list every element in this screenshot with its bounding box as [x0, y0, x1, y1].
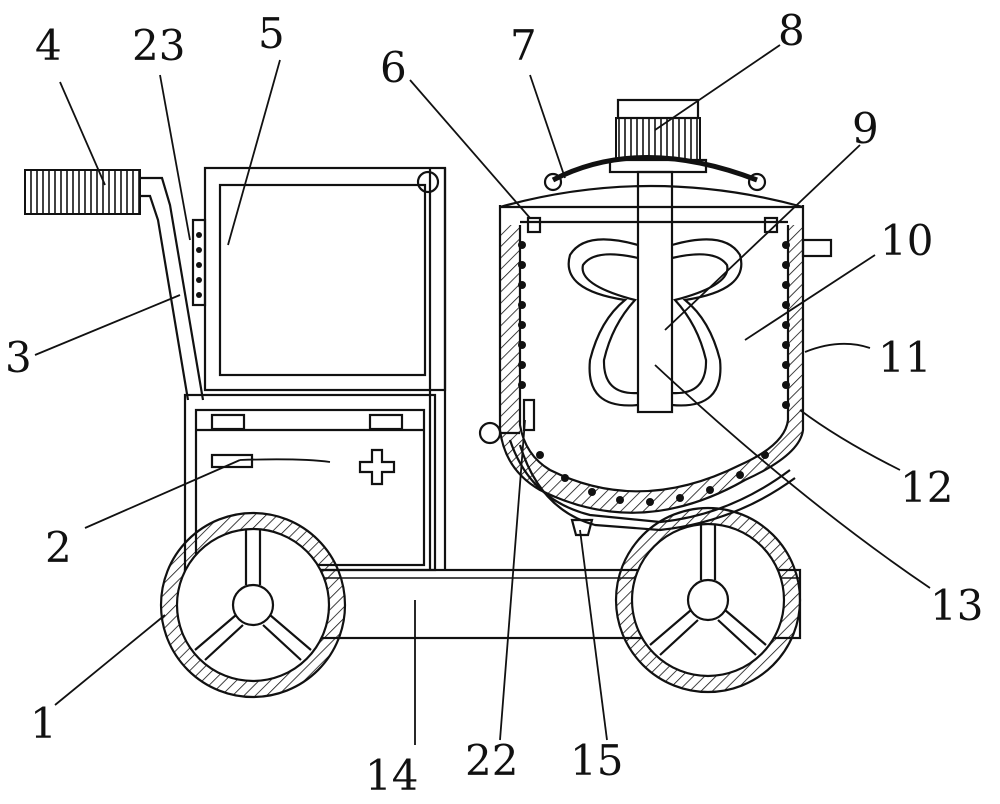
right-wheel [614, 506, 802, 694]
callout-2: 2 [45, 523, 72, 572]
callout-4: 4 [35, 21, 62, 70]
callout-7: 7 [510, 21, 537, 70]
temperature-sensor [478, 398, 536, 445]
push-handle [140, 176, 205, 401]
handle-grip [24, 169, 141, 215]
callout-13: 13 [930, 581, 983, 630]
callout-8: 8 [778, 6, 805, 55]
bottom-tray [508, 439, 796, 532]
side-switch-strip [191, 218, 207, 307]
callout-5: 5 [258, 9, 285, 58]
callout-11: 11 [878, 333, 931, 382]
stirring-paddle [567, 238, 743, 407]
left-wheel [159, 511, 347, 699]
callout-labels: 1 2 3 4 5 6 7 8 9 10 11 12 13 14 15 22 2… [5, 6, 983, 800]
callout-1: 1 [30, 699, 57, 748]
leader-lines [34, 44, 931, 745]
callout-22: 22 [465, 736, 518, 785]
callout-3: 3 [5, 333, 32, 382]
stirring-shaft [636, 170, 674, 414]
drain-valve [570, 518, 594, 537]
callout-9: 9 [852, 104, 879, 153]
callout-23: 23 [132, 21, 185, 70]
callout-6: 6 [380, 43, 407, 92]
tank-lid [499, 184, 804, 234]
callout-10: 10 [880, 216, 933, 265]
callout-15: 15 [570, 736, 623, 785]
cart-frame [183, 168, 447, 572]
heating-jacket [500, 225, 803, 513]
callout-14: 14 [365, 751, 418, 800]
outlet-pipe [801, 238, 833, 258]
motor [608, 98, 708, 174]
callout-12: 12 [900, 463, 953, 512]
